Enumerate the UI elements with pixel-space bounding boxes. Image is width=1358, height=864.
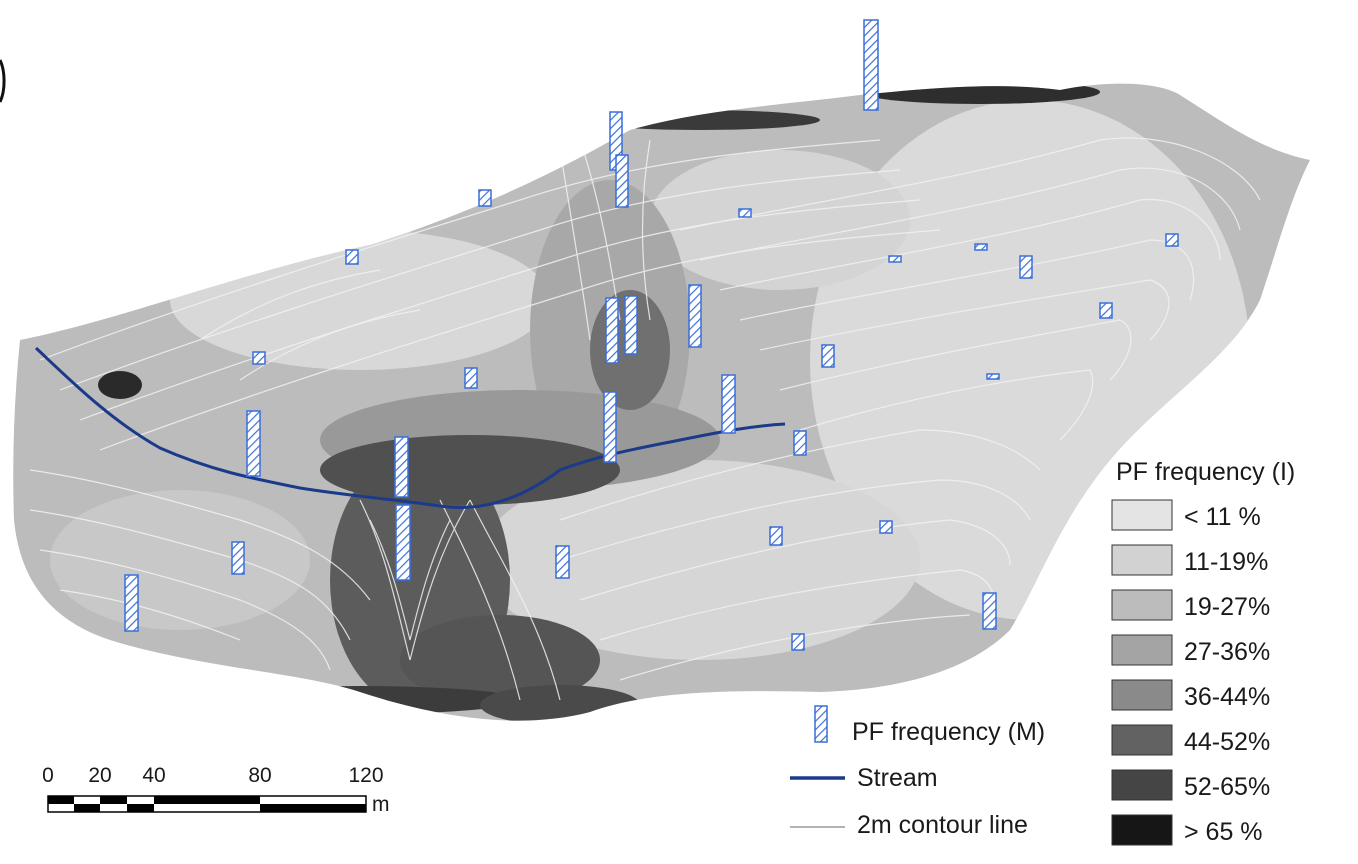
contour-lines bbox=[29, 137, 1261, 701]
corner-circle-fragment bbox=[0, 59, 6, 103]
pf-bar bbox=[555, 545, 570, 579]
pf-bars bbox=[124, 19, 1179, 651]
scale-bar-tick-label: 80 bbox=[248, 764, 271, 787]
zone-darkest bbox=[860, 83, 1100, 104]
legend-swatch bbox=[1111, 544, 1173, 576]
scale-bar-ticks: 0 20 40 80 120 bbox=[42, 764, 383, 787]
pf-bar bbox=[688, 284, 702, 348]
pf-bar bbox=[721, 374, 736, 434]
pf-bar bbox=[986, 373, 1000, 380]
pf-bar bbox=[603, 391, 617, 463]
pf-bar bbox=[1099, 302, 1113, 319]
legend-swatch bbox=[1111, 724, 1173, 756]
scale-bar-tick-label: 20 bbox=[88, 764, 111, 787]
scale-bar-segment bbox=[260, 804, 366, 812]
zone-light bbox=[650, 150, 910, 290]
pf-bar bbox=[464, 367, 478, 389]
scale-bar-segment bbox=[74, 804, 100, 812]
zone-light bbox=[50, 490, 310, 630]
pf-bar bbox=[821, 344, 835, 368]
pf-bar bbox=[478, 189, 492, 207]
stream-line bbox=[34, 346, 786, 509]
zone-dark bbox=[480, 685, 640, 721]
legend-symbols: PF frequency (M) Stream 2m contour line bbox=[790, 705, 1045, 839]
pf-bar bbox=[231, 541, 245, 575]
pf-bar bbox=[791, 633, 805, 651]
scale-bar-unit: m bbox=[372, 793, 390, 816]
legend-class-label: 11-19% bbox=[1184, 548, 1268, 576]
scale-bar-segment bbox=[48, 796, 74, 804]
pf-bar bbox=[624, 295, 638, 355]
legend-pf-m-swatch bbox=[814, 705, 828, 743]
pf-bar bbox=[974, 243, 988, 251]
pf-bar bbox=[394, 436, 409, 498]
scale-bar: 0 20 40 80 120 m bbox=[42, 764, 389, 816]
legend-swatch bbox=[1111, 814, 1173, 846]
legend-swatch bbox=[1111, 589, 1173, 621]
zone-dark bbox=[400, 615, 600, 705]
pf-bar bbox=[1165, 233, 1179, 247]
legend-class-label: 44-52% bbox=[1184, 728, 1270, 756]
legend-swatch bbox=[1111, 679, 1173, 711]
zone-dark bbox=[320, 435, 620, 505]
scale-bar-segment bbox=[127, 804, 154, 812]
legend-class-label: > 65 % bbox=[1184, 818, 1263, 846]
zone-darkest bbox=[98, 371, 142, 399]
legend-class-label: < 11 % bbox=[1184, 503, 1261, 531]
legend-swatch bbox=[1111, 499, 1173, 531]
pf-bar bbox=[863, 19, 879, 111]
pf-bar bbox=[615, 154, 629, 208]
scale-bar-tick-label: 120 bbox=[348, 764, 383, 787]
legend-swatch bbox=[1111, 769, 1173, 801]
pf-bar bbox=[1019, 255, 1033, 279]
scale-bar-segment bbox=[154, 796, 260, 804]
pf-bar bbox=[982, 592, 997, 630]
pf-bar bbox=[252, 351, 266, 365]
legend-pf-m-label: PF frequency (M) bbox=[852, 718, 1045, 746]
pf-bar bbox=[345, 249, 359, 265]
pf-bar bbox=[605, 297, 619, 364]
legend-pf-i-title: PF frequency (I) bbox=[1116, 458, 1295, 486]
scale-bar-segment bbox=[100, 796, 127, 804]
scale-bar-tick-label: 0 bbox=[42, 764, 54, 787]
scale-bar-segments bbox=[48, 796, 366, 812]
legend-class-label: 19-27% bbox=[1184, 593, 1270, 621]
pf-bar bbox=[793, 430, 807, 456]
legend-class-label: 27-36% bbox=[1184, 638, 1270, 666]
legend-class-label: 52-65% bbox=[1184, 773, 1270, 801]
pf-bar bbox=[395, 504, 411, 581]
pf-bar bbox=[888, 255, 902, 263]
zone-darkest bbox=[200, 686, 520, 714]
legend-swatch bbox=[1111, 634, 1173, 666]
pf-bar bbox=[738, 208, 752, 218]
legend-stream-label: Stream bbox=[857, 764, 938, 792]
pf-bar bbox=[879, 520, 893, 534]
legend-pf-i-classes: < 11 % 11-19% 19-27% 27-36% 36-44% 44-52% 52-6… bbox=[1111, 499, 1270, 846]
legend-pf-i: PF frequency (I) < 11 % 11-19% 19-27% 27-36… bbox=[1111, 458, 1295, 846]
legend-contour-label: 2m contour line bbox=[857, 811, 1028, 839]
legend-class-label: 36-44% bbox=[1184, 683, 1270, 711]
pf-bar bbox=[769, 526, 783, 546]
pf-bar bbox=[124, 574, 139, 632]
pf-bar bbox=[246, 410, 261, 477]
scale-bar-tick-label: 40 bbox=[142, 764, 165, 787]
